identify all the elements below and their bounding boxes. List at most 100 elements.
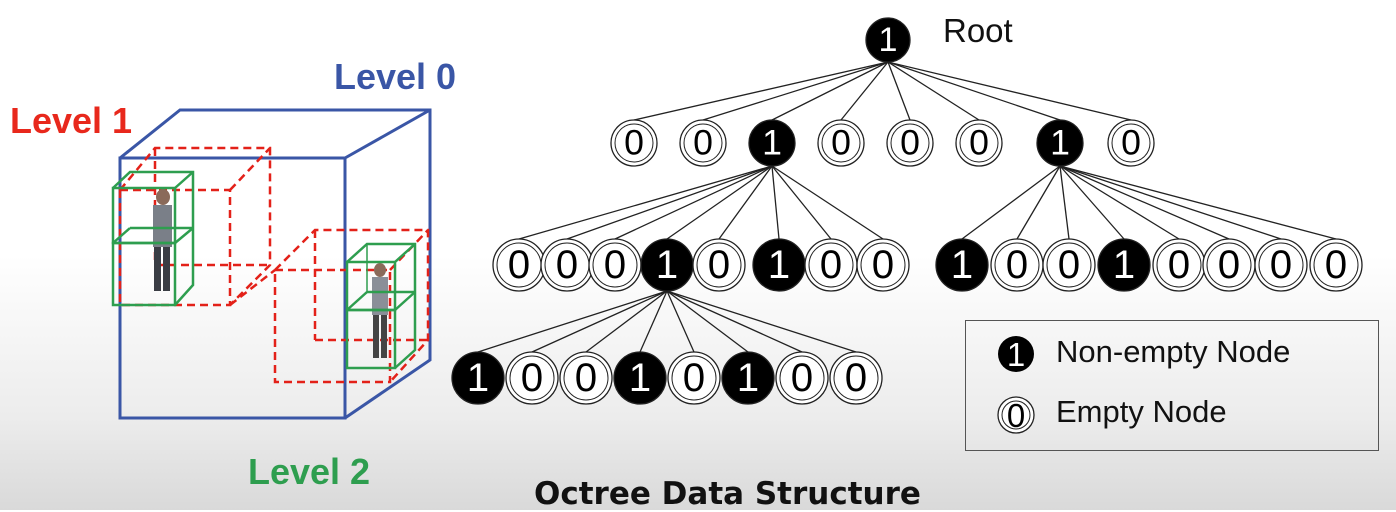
tree-edge xyxy=(666,290,857,353)
level2b-node-1: 0 xyxy=(990,238,1044,292)
level0-cube xyxy=(118,108,432,420)
tree-node-value: 0 xyxy=(1121,123,1141,163)
tree-edge xyxy=(666,165,773,240)
tree-edge xyxy=(666,290,803,353)
tree-node-value: 1 xyxy=(629,355,651,400)
tree-node-value: 1 xyxy=(467,355,489,400)
tree-edge xyxy=(585,290,668,353)
tree-node-value: 1 xyxy=(737,355,759,400)
level3-node-7: 0 xyxy=(829,351,883,405)
tree-edge xyxy=(666,290,695,353)
tree-edge xyxy=(633,61,889,121)
tree-node-value: 1 xyxy=(879,21,898,59)
tree-edge xyxy=(771,165,884,240)
tree-edge xyxy=(518,165,773,240)
tree-edge xyxy=(1059,165,1125,240)
tree-edge xyxy=(1059,165,1070,240)
level2a-node-4: 0 xyxy=(692,238,746,292)
person-figure-left xyxy=(153,189,172,291)
root-node: 1 xyxy=(865,17,911,63)
legend-nonempty-label: Non-empty Node xyxy=(1056,334,1291,369)
level2b-node-2: 0 xyxy=(1042,238,1096,292)
legend-empty-icon: 0 xyxy=(997,396,1035,434)
tree-node-value: 0 xyxy=(791,355,813,400)
cube-illustration xyxy=(111,108,432,420)
tree-node-value: 0 xyxy=(845,355,867,400)
level3-node-3: 1 xyxy=(613,351,667,405)
tree-node-value: 1 xyxy=(951,242,973,287)
level1-node-5: 0 xyxy=(955,119,1003,167)
tree-node-value: 1 xyxy=(762,123,782,163)
level3-node-0: 1 xyxy=(451,351,505,405)
legend-empty-symbol: 0 xyxy=(1007,397,1025,434)
level2a-node-7: 0 xyxy=(856,238,910,292)
level3-node-5: 1 xyxy=(721,351,775,405)
level1-label: Level 1 xyxy=(10,100,133,141)
tree-edge xyxy=(566,165,773,240)
tree-edge xyxy=(1059,165,1337,240)
level1-node-7: 0 xyxy=(1107,119,1155,167)
tree-node-value: 0 xyxy=(624,123,644,163)
tree-node-value: 0 xyxy=(604,242,626,287)
legend-nonempty-symbol: 1 xyxy=(1007,336,1025,373)
tree-edge xyxy=(702,61,889,121)
tree-edge xyxy=(840,61,889,121)
root-label: Root xyxy=(943,12,1013,49)
level2b-node-7: 0 xyxy=(1309,238,1363,292)
level3-node-2: 0 xyxy=(559,351,613,405)
tree-edge xyxy=(771,165,780,240)
level3-node-1: 0 xyxy=(505,351,559,405)
tree-node-value: 0 xyxy=(831,123,851,163)
level2-label: Level 2 xyxy=(248,451,371,492)
tree-node-value: 1 xyxy=(1113,242,1135,287)
tree-node-value: 0 xyxy=(1270,242,1292,287)
level2a-node-2: 0 xyxy=(588,238,642,292)
tree-node-value: 0 xyxy=(693,123,713,163)
legend-nonempty-icon: 1 xyxy=(998,336,1034,373)
tree-node-value: 0 xyxy=(1218,242,1240,287)
level2a-node-3: 1 xyxy=(640,238,694,292)
level2b-node-0: 1 xyxy=(935,238,989,292)
tree-edge xyxy=(639,290,668,353)
level3-node-6: 0 xyxy=(775,351,829,405)
tree-node-value: 0 xyxy=(969,123,989,163)
tree-node-value: 0 xyxy=(1006,242,1028,287)
tree-edge xyxy=(477,290,668,353)
level2b-node-3: 1 xyxy=(1097,238,1151,292)
level3-node-4: 0 xyxy=(667,351,721,405)
tree-node-value: 0 xyxy=(521,355,543,400)
tree-node-value: 0 xyxy=(556,242,578,287)
tree-edges xyxy=(477,61,1337,353)
tree-edge xyxy=(887,61,1132,121)
level2a-node-5: 1 xyxy=(752,238,806,292)
tree-node-value: 1 xyxy=(656,242,678,287)
tree-edge xyxy=(1016,165,1061,240)
tree-edge xyxy=(961,165,1061,240)
tree-node-value: 0 xyxy=(683,355,705,400)
tree-node-value: 0 xyxy=(872,242,894,287)
tree-edge xyxy=(1059,165,1230,240)
level2b-node-5: 0 xyxy=(1202,238,1256,292)
tree-edge xyxy=(887,61,911,121)
legend-empty-label: Empty Node xyxy=(1056,394,1227,429)
level2a-node-6: 0 xyxy=(804,238,858,292)
tree-edge xyxy=(1059,165,1282,240)
diagram-caption: Octree Data Structure xyxy=(534,476,921,512)
tree-edge xyxy=(718,165,773,240)
tree-edge xyxy=(887,61,980,121)
tree-node-value: 1 xyxy=(768,242,790,287)
level0-label: Level 0 xyxy=(334,56,457,97)
tree-node-value: 0 xyxy=(1168,242,1190,287)
tree-node-value: 0 xyxy=(708,242,730,287)
legend-box xyxy=(965,320,1379,451)
tree-edge xyxy=(531,290,668,353)
tree-node-value: 0 xyxy=(900,123,920,163)
tree-node-value: 0 xyxy=(1058,242,1080,287)
tree-edge xyxy=(771,61,889,121)
tree-edge xyxy=(666,290,749,353)
level1-node-6: 1 xyxy=(1036,119,1084,167)
tree-edge xyxy=(1059,165,1180,240)
tree-edge xyxy=(771,165,832,240)
